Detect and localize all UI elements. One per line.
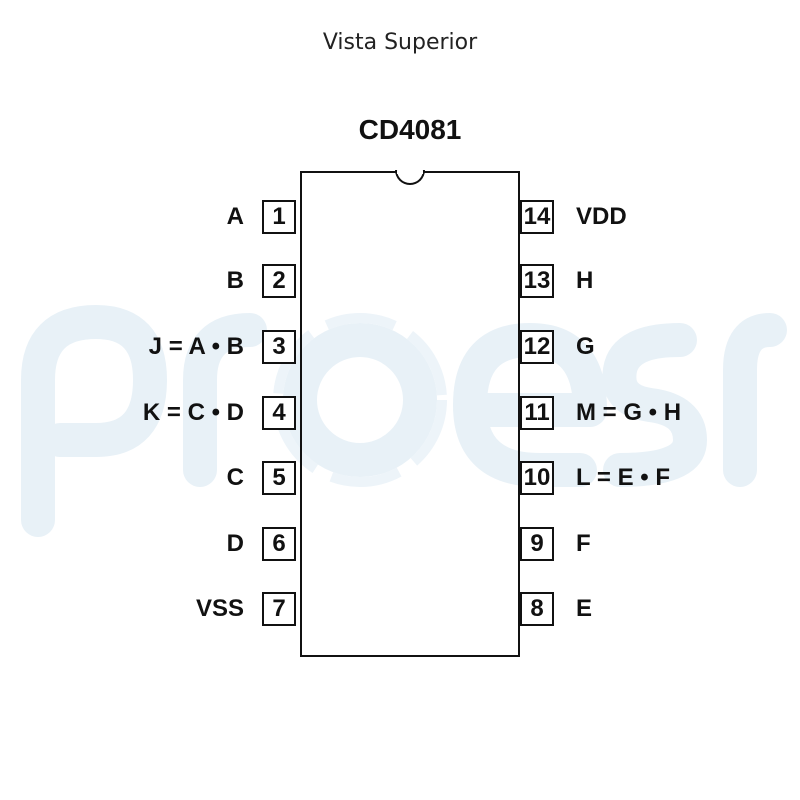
pin-7: 7	[262, 592, 296, 626]
chip-body	[300, 171, 520, 657]
pin-1: 1	[262, 200, 296, 234]
pin-label-14: VDD	[576, 203, 627, 230]
pin-label-5: C	[226, 464, 244, 491]
pin-label-3: J = A • B	[148, 333, 244, 360]
pin-label-13: H	[576, 267, 594, 294]
pin-12: 12	[520, 330, 554, 364]
pin-13: 13	[520, 264, 554, 298]
chip-name: CD4081	[358, 114, 462, 145]
pin-label-9: F	[576, 530, 591, 557]
pin-11: 11	[520, 396, 554, 430]
pin-9: 9	[520, 527, 554, 561]
pin-label-7: VSS	[195, 595, 244, 622]
pin-10: 10	[520, 461, 554, 495]
pin-label-4: K = C • D	[142, 399, 244, 426]
pin-label-12: G	[576, 333, 595, 360]
pin-label-11: M = G • H	[576, 399, 682, 426]
view-title: Vista Superior	[322, 30, 478, 55]
pin-3: 3	[262, 330, 296, 364]
pin-5: 5	[262, 461, 296, 495]
pin-6: 6	[262, 527, 296, 561]
pin-2: 2	[262, 264, 296, 298]
pin-label-8: E	[576, 595, 593, 622]
pin-label-10: L = E • F	[576, 464, 670, 491]
pin-label-6: D	[226, 530, 244, 557]
pin-label-1: A	[226, 203, 244, 230]
pin-14: 14	[520, 200, 554, 234]
pin-8: 8	[520, 592, 554, 626]
pin-4: 4	[262, 396, 296, 430]
pin-label-2: B	[226, 267, 244, 294]
